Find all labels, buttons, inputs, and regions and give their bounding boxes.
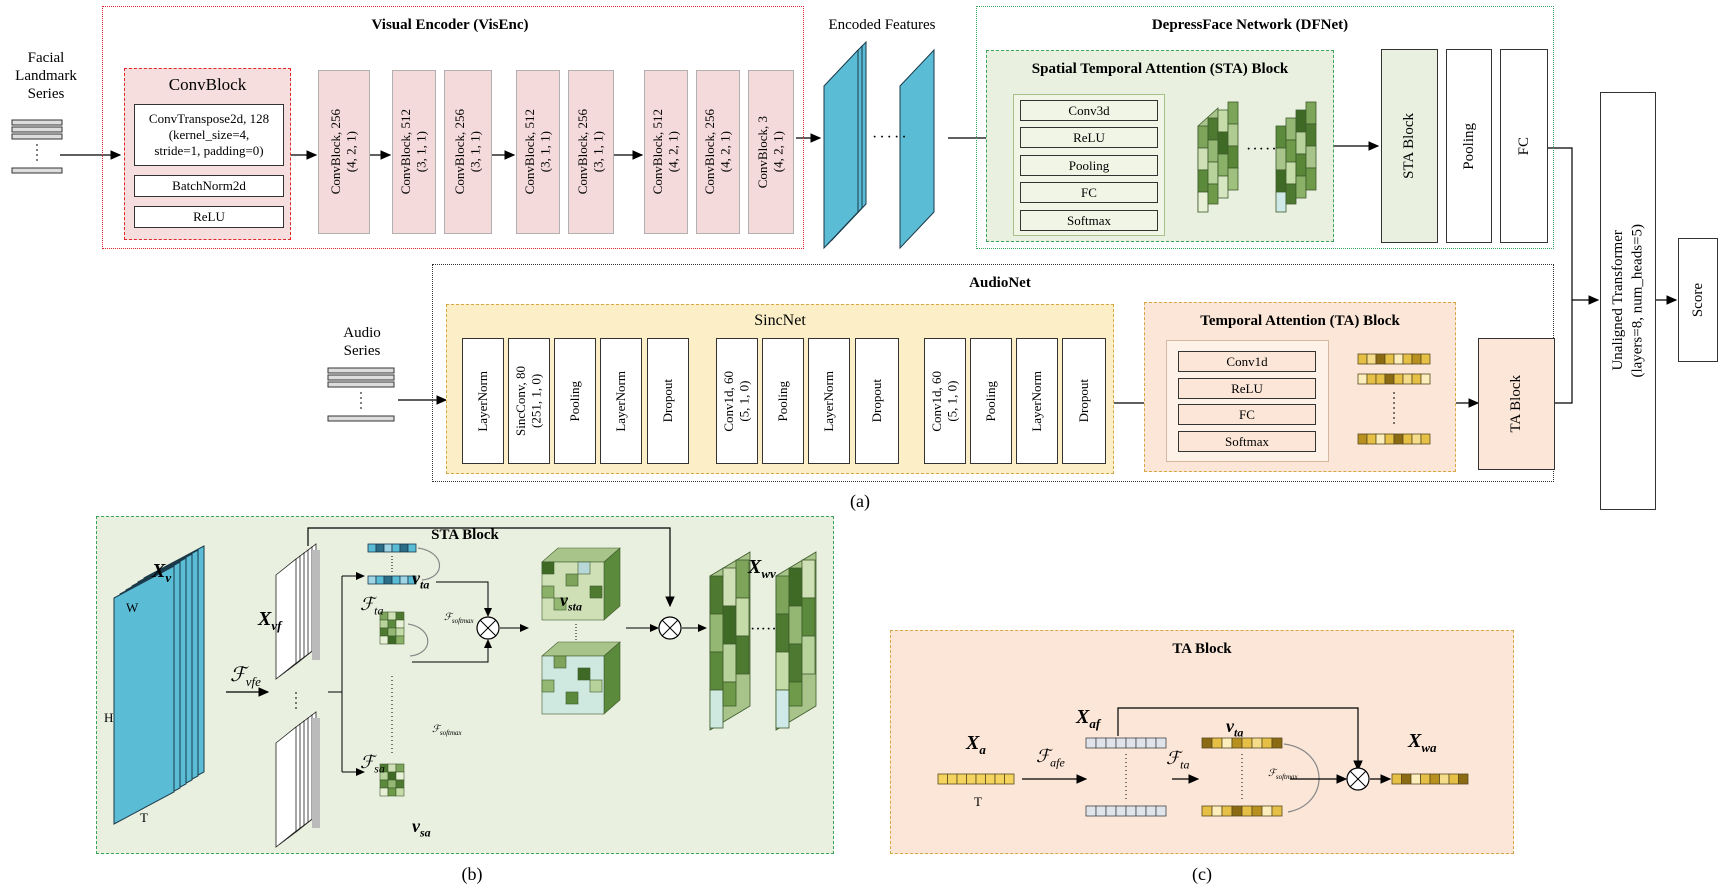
- sta-block-title: Spatial Temporal Attention (STA) Block: [1031, 60, 1289, 77]
- audio-series-icon: [327, 367, 395, 422]
- sta-label-fta: ℱta: [360, 594, 384, 618]
- sta-label-t: T: [140, 810, 148, 825]
- sincnet-layer-5: Dropout: [647, 338, 689, 464]
- ta-label-xa: Xa: [966, 732, 986, 757]
- visenc-block-4: ConvBlock, 512(3, 1, 1): [516, 70, 560, 234]
- sincnet-layer-13: Dropout: [1062, 338, 1106, 464]
- ta-label-xaf: Xaf: [1076, 706, 1101, 731]
- sincnet-layer-8: LayerNorm: [808, 338, 850, 464]
- audio-line-1: Audio: [343, 325, 381, 341]
- visenc-frame: [102, 6, 804, 249]
- sta-item-softmax: Softmax: [1020, 210, 1158, 231]
- dfnet-sta-block: STA Block: [1381, 49, 1438, 243]
- sta-label-xv: Xv: [152, 560, 172, 585]
- sincnet-layer-3: Pooling: [554, 338, 596, 464]
- dfnet-fc: FC: [1500, 49, 1548, 243]
- facial-series-icon: [11, 119, 63, 174]
- sta-label-h: H: [104, 710, 114, 725]
- score-box: Score: [1678, 238, 1718, 362]
- ta-panel-diagram: [937, 707, 1469, 817]
- sta-label-fvfe: ℱvfe: [230, 664, 261, 689]
- convblock-title: ConvBlock: [168, 75, 247, 94]
- sincnet-layer-12: LayerNorm: [1016, 338, 1058, 464]
- sincnet-layer-2: SincConv, 80(251, 1, 0): [508, 338, 550, 464]
- caption-a: (a): [850, 490, 870, 511]
- ta-label-xwa: Xwa: [1408, 730, 1437, 755]
- dfnet-title: DepressFace Network (DFNet): [1151, 16, 1349, 33]
- sta-label-w: W: [126, 600, 139, 615]
- ta-label-fafe: ℱafe: [1036, 746, 1065, 770]
- facial-line-2: Landmark: [15, 68, 77, 84]
- sincnet-layer-7: Pooling: [762, 338, 804, 464]
- ta-item-conv1d: Conv1d: [1178, 351, 1316, 372]
- dfnet-pooling: Pooling: [1446, 49, 1492, 243]
- sincnet-title: SincNet: [754, 312, 806, 329]
- visenc-block-8: ConvBlock, 3(4, 2, 1): [748, 70, 794, 234]
- sta-item-conv3d: Conv3d: [1020, 100, 1158, 121]
- audionet-ta-block: TA Block: [1478, 338, 1555, 470]
- visenc-block-1: ConvBlock, 256(4, 2, 1): [318, 70, 370, 234]
- sincnet-layer-9: Dropout: [855, 338, 899, 464]
- sincnet-layer-6: Conv1d, 60(5, 1, 0): [716, 338, 758, 464]
- sta-item-relu: ReLU: [1020, 127, 1158, 148]
- sta-label-fsa: ℱsa: [360, 752, 385, 776]
- svg-text:·····: ·····: [872, 129, 909, 146]
- unaligned-transformer: Unaligned Transformer (layers=8, num_hea…: [1600, 92, 1656, 510]
- encoded-features-visual: ·····: [823, 40, 935, 250]
- facial-landmark-series-label: Facial Landmark Series: [6, 44, 86, 108]
- svg-text:·····: ·····: [1246, 141, 1278, 158]
- sta-weight-cubes: ·····: [1197, 101, 1317, 213]
- sta-label-vsa: vsa: [412, 816, 431, 840]
- caption-b: (b): [461, 863, 483, 884]
- ta-item-fc: FC: [1178, 404, 1316, 425]
- convblock-item-relu: ReLU: [134, 206, 284, 228]
- audio-line-2: Series: [343, 343, 381, 359]
- ta-label-vta: vta: [1226, 716, 1244, 740]
- sincnet-layer-1: LayerNorm: [462, 338, 504, 464]
- ta-panel-title: TA Block: [1172, 640, 1232, 657]
- audionet-title: AudioNet: [969, 274, 1031, 291]
- sta-item-fc: FC: [1020, 182, 1158, 203]
- ta-label-t: T: [974, 794, 982, 809]
- sincnet-layer-10: Conv1d, 60(5, 1, 0): [924, 338, 966, 464]
- sta-label-vta: vta: [412, 568, 430, 592]
- ta-block-title: Temporal Attention (TA) Block: [1200, 312, 1400, 329]
- ta-label-fta: ℱta: [1166, 748, 1190, 772]
- caption-c: (c): [1192, 863, 1212, 884]
- ta-panel: [890, 630, 1514, 854]
- facial-line-3: Series: [27, 86, 65, 102]
- facial-line-1: Facial: [27, 50, 65, 66]
- visenc-block-6: ConvBlock, 512(4, 2, 1): [644, 70, 688, 234]
- visenc-block-7: ConvBlock, 256(4, 2, 1): [696, 70, 740, 234]
- sta-label-xwv: Xwv: [748, 556, 776, 581]
- ta-label-fsoftmax: ℱsoftmax: [1268, 768, 1298, 781]
- convblock-item-convtranspose: ConvTranspose2d, 128 (kernel_size=4, str…: [134, 104, 284, 166]
- svg-text:·····: ·····: [750, 621, 777, 638]
- visenc-block-3: ConvBlock, 256(3, 1, 1): [444, 70, 492, 234]
- ta-item-relu: ReLU: [1178, 378, 1316, 399]
- visenc-title: Visual Encoder (VisEnc): [371, 16, 529, 33]
- sincnet-layer-4: LayerNorm: [600, 338, 642, 464]
- sta-label-fsoftmax-2: ℱsoftmax: [432, 724, 462, 737]
- sta-item-pooling: Pooling: [1020, 155, 1158, 176]
- dfnet-frame: [976, 6, 1554, 249]
- audio-series-label: Audio Series: [330, 320, 394, 364]
- convblock-item-batchnorm: BatchNorm2d: [134, 175, 284, 197]
- sta-label-vsta: vsta: [560, 590, 583, 614]
- ta-weight-vectors: [1357, 353, 1431, 445]
- sta-panel-title: STA Block: [431, 526, 499, 543]
- sta-label-fsoftmax-1: ℱsoftmax: [444, 612, 474, 625]
- sta-label-xvf: Xvf: [258, 608, 282, 633]
- ta-item-softmax: Softmax: [1178, 431, 1316, 452]
- encoded-features-label: Encoded Features: [828, 17, 936, 33]
- visenc-block-2: ConvBlock, 512(3, 1, 1): [392, 70, 436, 234]
- sincnet-layer-11: Pooling: [970, 338, 1012, 464]
- sta-panel-diagram: ·····: [113, 527, 817, 848]
- visenc-block-5: ConvBlock, 256(3, 1, 1): [568, 70, 614, 234]
